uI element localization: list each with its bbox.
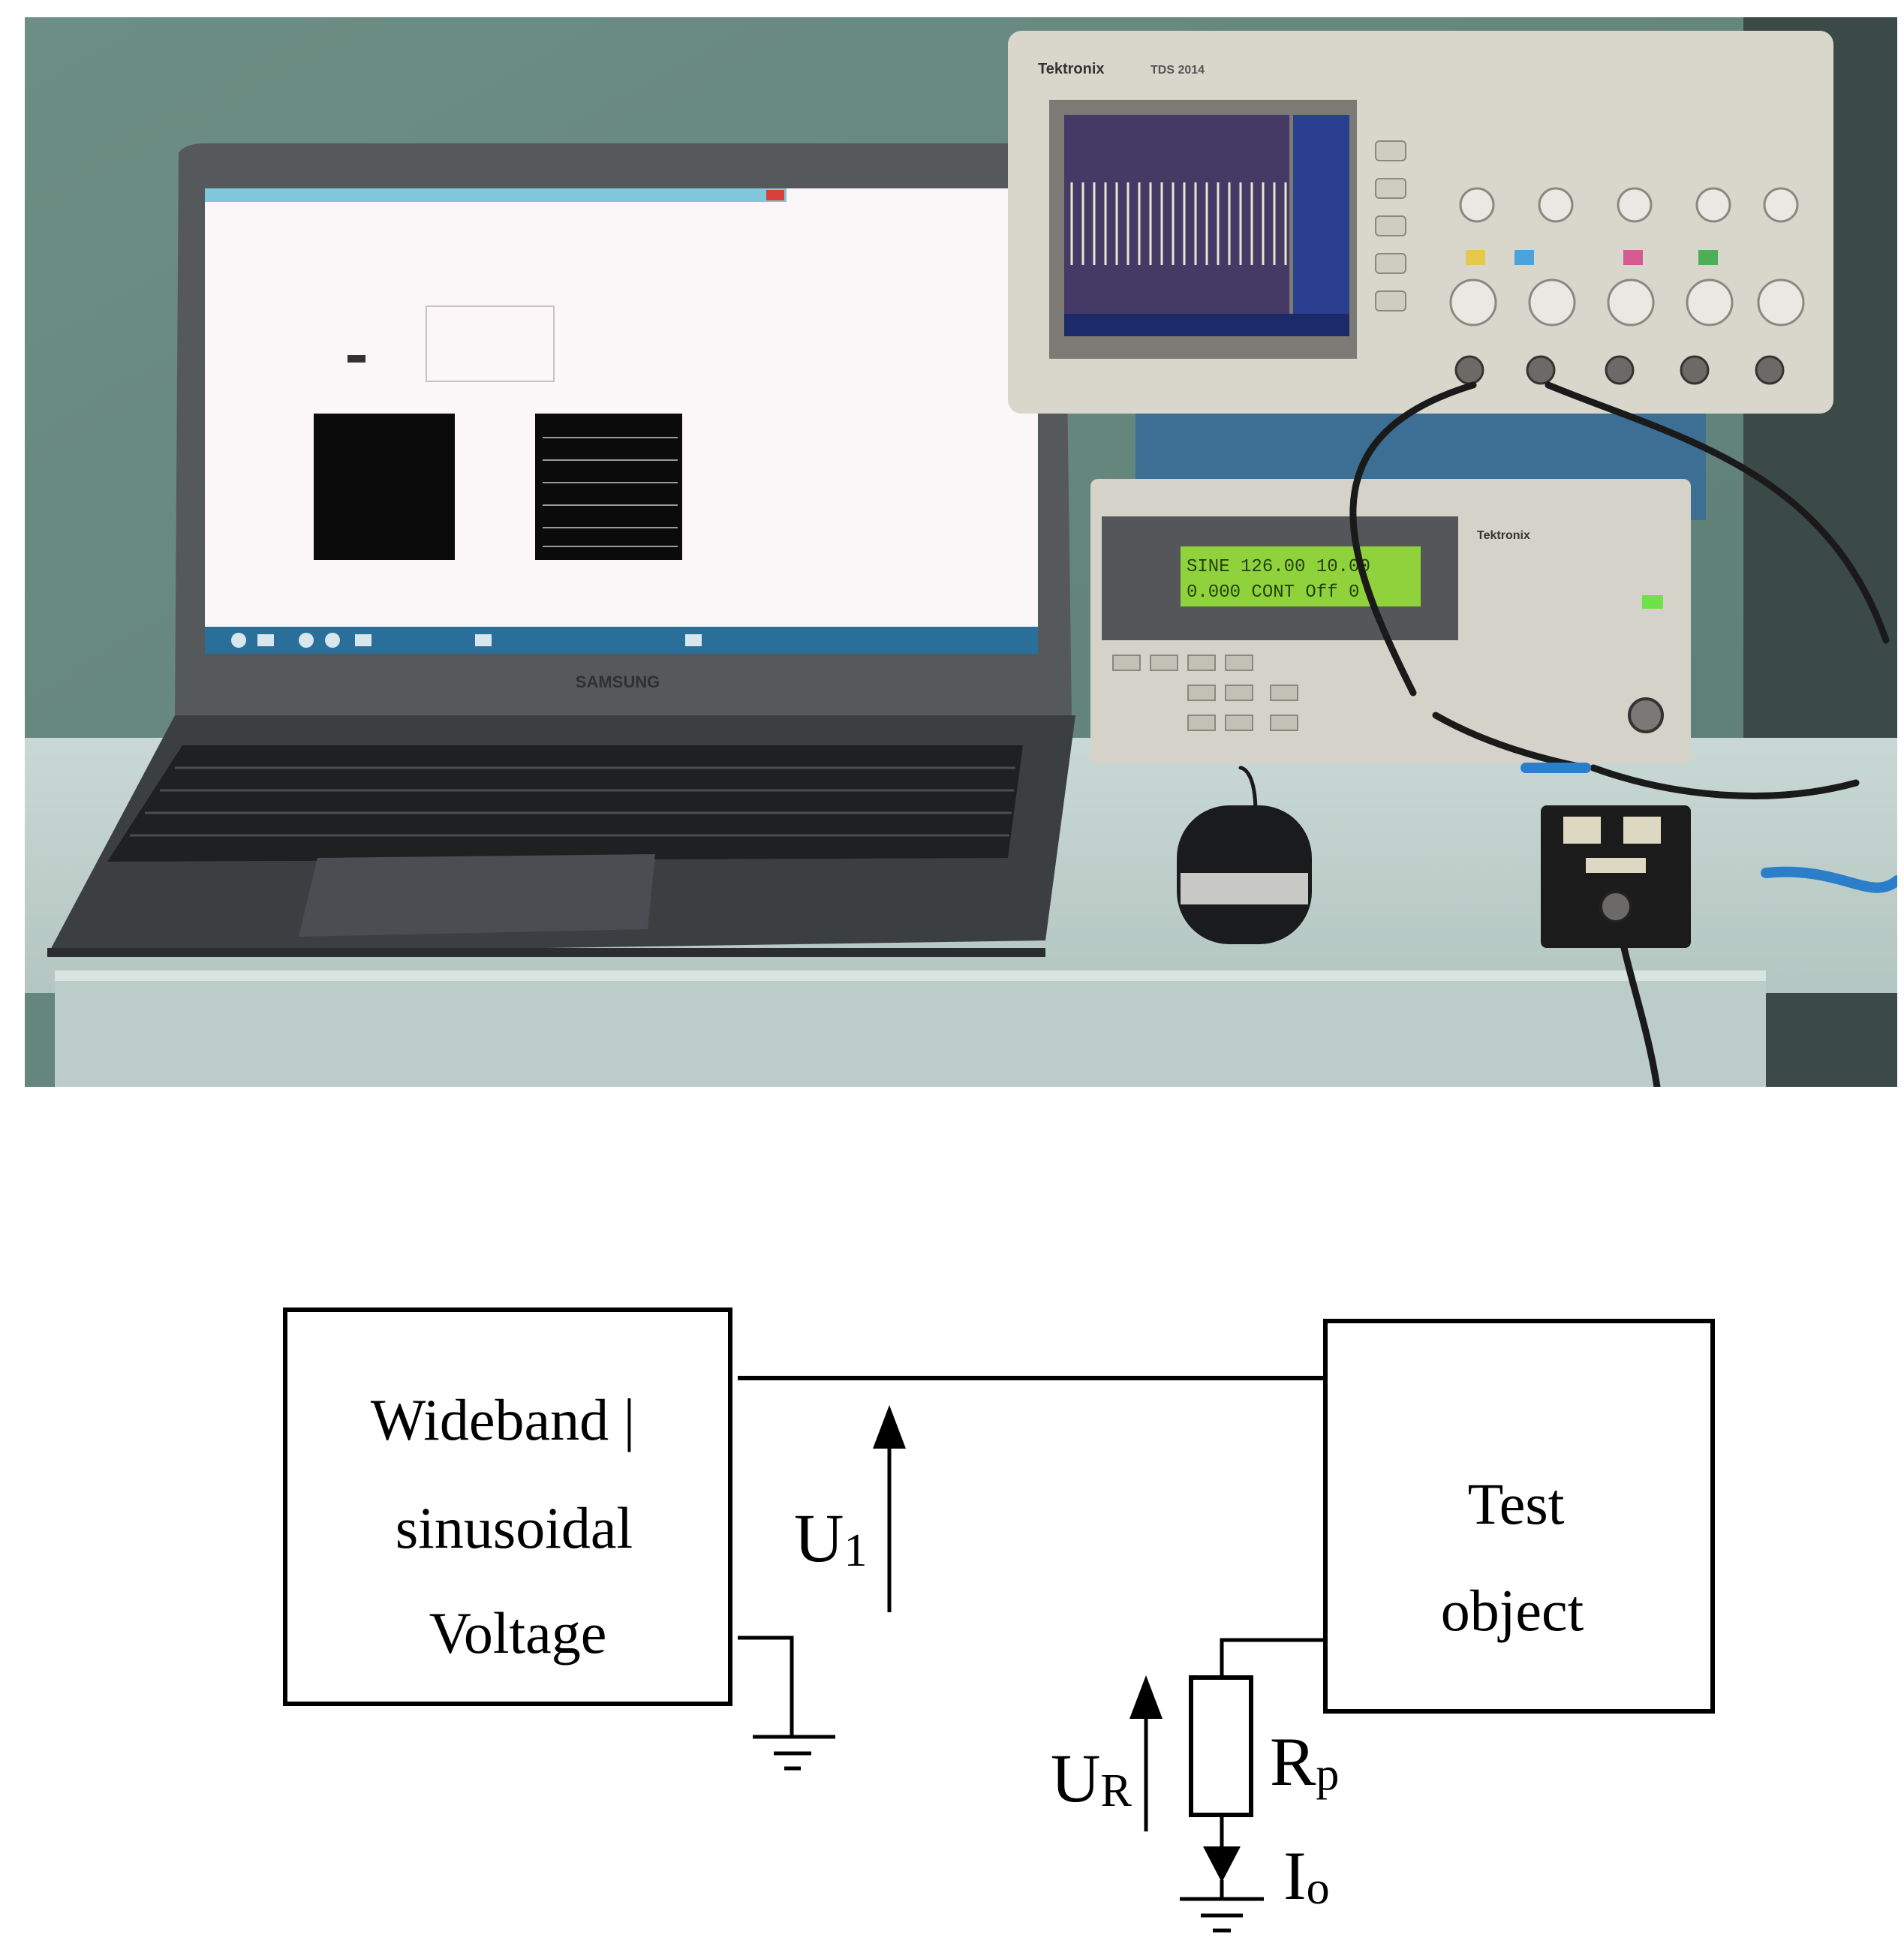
generator-lcd [1181, 546, 1421, 606]
scope-model: TDS 2014 [1151, 64, 1205, 77]
scope-screen [1064, 115, 1289, 333]
rp-ground-symbol [1180, 1880, 1264, 1933]
generator-keypad [1112, 655, 1298, 731]
u1-voltage-arrow [873, 1405, 906, 1612]
source-label-line1: Wideband | [371, 1387, 636, 1452]
scope-bnc-inputs [1454, 355, 1785, 385]
test-fixture-box [1541, 805, 1691, 948]
laptop-brand-logo: SAMSUNG [576, 673, 660, 691]
app-plot-right [535, 414, 682, 560]
rp-label: Rp [1270, 1723, 1339, 1800]
app-plot-left [314, 414, 455, 560]
laptop-keyboard [107, 745, 1023, 862]
function-generator: SINE 126.00 10.00 0.000 CONT Off 0 Tektr… [1090, 479, 1691, 764]
generator-brand: Tektronix [1477, 529, 1530, 542]
table-edge [55, 971, 1766, 981]
table-front [55, 978, 1766, 1087]
taskbar [205, 627, 1038, 654]
generator-lcd-line2: 0.000 CONT Off 0 [1187, 582, 1359, 603]
generator-lcd-line1: SINE 126.00 10.00 [1187, 557, 1370, 577]
io-label: Io [1283, 1837, 1330, 1914]
source-ground-symbol [738, 1636, 835, 1771]
scope-channel-buttons [1466, 250, 1718, 265]
laptop-touchpad [299, 854, 655, 937]
test-object-label-line2: object [1441, 1578, 1584, 1643]
resistor-rp [1189, 1675, 1253, 1817]
taskbar-icons [231, 633, 702, 648]
app-plot-right-lines [543, 437, 678, 547]
app-button-small [347, 355, 365, 363]
lab-setup-photo: SAMSUNG Tektronix TDS 2014 [25, 17, 1897, 1087]
laptop-body-edge [47, 948, 1045, 957]
test-object-label-line1: Test [1468, 1471, 1565, 1536]
source-label-line3: Voltage [429, 1600, 607, 1666]
scope-knobs [1449, 187, 1805, 327]
ur-voltage-arrow [1129, 1675, 1163, 1831]
source-box [283, 1308, 732, 1706]
circuit-diagram: Wideband | sinusoidal Voltage Test objec… [283, 1308, 1715, 1933]
scope-status-bar [1064, 314, 1349, 336]
u1-label: U1 [794, 1500, 867, 1576]
laptop: SAMSUNG [47, 143, 1075, 957]
laptop-keys [130, 766, 1015, 837]
scope-waveform [1070, 182, 1287, 265]
generator-output-bnc [1628, 697, 1664, 733]
app-close-button [766, 190, 784, 200]
scope-side-buttons [1375, 140, 1406, 311]
mouse [1177, 805, 1312, 944]
scope-menu-panel [1293, 115, 1349, 333]
generator-green-led [1642, 595, 1663, 609]
ur-label: UR [1051, 1740, 1132, 1816]
rp-connection-wire [1220, 1638, 1325, 1678]
app-panel-box [426, 305, 555, 382]
app-titlebar [205, 188, 787, 202]
test-object-box [1323, 1319, 1715, 1714]
io-current-arrow [1203, 1815, 1241, 1882]
scope-brand: Tektronix [1038, 61, 1105, 77]
cables [1238, 381, 1897, 1087]
source-label-line2: sinusoidal [396, 1495, 633, 1560]
